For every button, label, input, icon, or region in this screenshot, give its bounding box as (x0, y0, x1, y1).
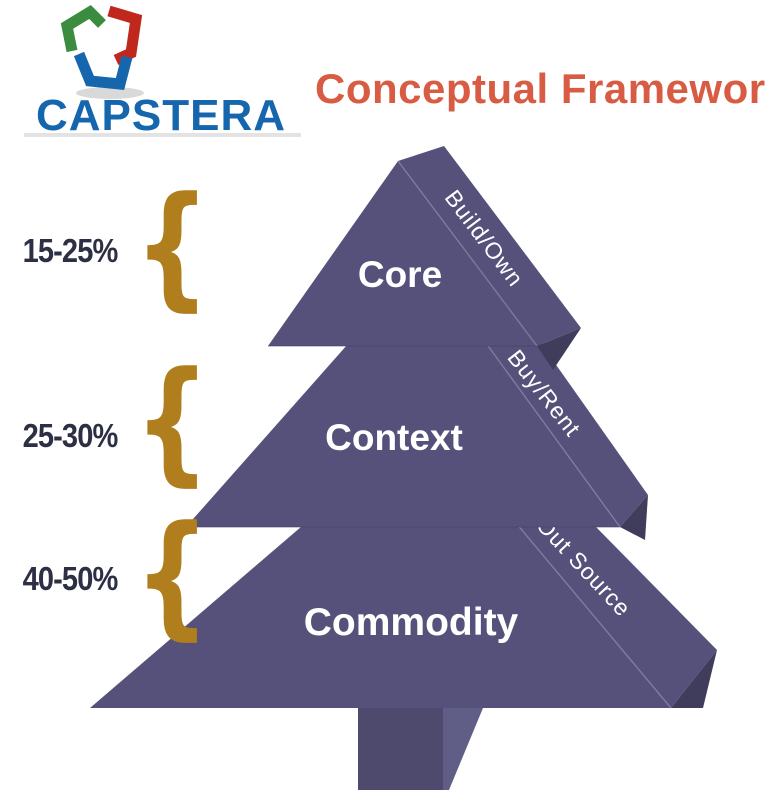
trunk-side-face (443, 700, 483, 790)
capstera-logo: CAPSTERA (24, 2, 301, 140)
tier-core-edge-highlight (397, 160, 538, 347)
logo-brand-text: CAPSTERA (36, 91, 286, 140)
brace-core: { (134, 167, 210, 324)
percent-core: 15-25% (23, 232, 118, 269)
brace-context: { (134, 342, 210, 499)
tier-context-label: Context (325, 417, 463, 458)
trunk (358, 700, 443, 790)
percent-annotations: { 15-25% { 25-30% { 40-50% (23, 167, 211, 653)
logo-cube-shadow (76, 87, 144, 99)
logo-cube-blue-piece (73, 51, 133, 90)
tier-core-band (398, 146, 581, 346)
percent-context: 25-30% (23, 417, 118, 454)
brace-commodity: { (134, 496, 210, 653)
tier-core-bevel (537, 328, 581, 370)
percent-commodity: 40-50% (23, 560, 118, 597)
tier-core-face (268, 161, 537, 346)
tier-core: Core Build/Own (268, 146, 581, 370)
page-title: Conceptual Framework (315, 65, 768, 112)
logo-box-shadow (24, 131, 301, 137)
tier-context-bevel (620, 495, 648, 540)
tier-context-face (186, 258, 620, 527)
tier-commodity-face (90, 418, 671, 708)
tier-commodity-bevel (671, 650, 717, 708)
tier-commodity-label: Commodity (304, 601, 519, 644)
logo-cube-green-piece (60, 5, 106, 53)
tier-core-label: Core (358, 254, 442, 295)
